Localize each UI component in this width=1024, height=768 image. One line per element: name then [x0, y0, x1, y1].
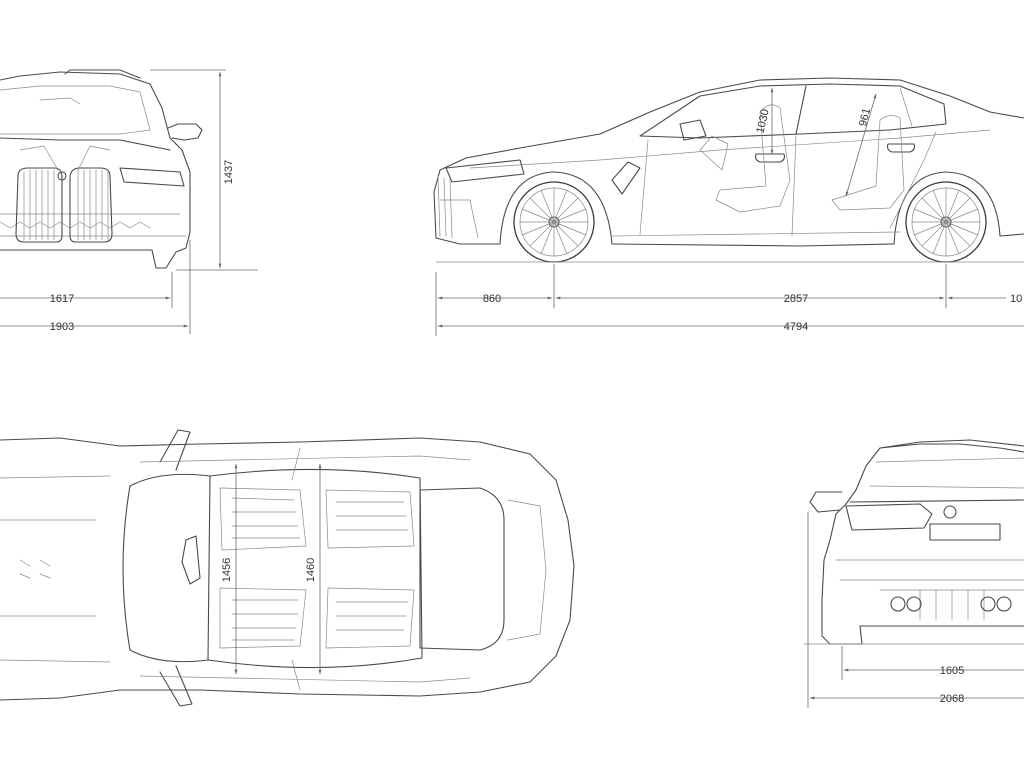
front-shoulder-label: 1456 [221, 558, 233, 582]
front-bonnet-crease [19, 145, 111, 171]
rear-view: 1605 2068 [803, 439, 1024, 708]
front-seat-outline [715, 104, 791, 213]
rear-diffuser [879, 589, 1024, 621]
top-bonnet-crease [0, 519, 97, 617]
front-headlight [119, 167, 185, 187]
front-wiper-arm [39, 97, 81, 105]
front-wheel-arch [499, 171, 613, 245]
rear-shoulder-label: 1460 [305, 558, 317, 582]
front-wheel [513, 181, 595, 263]
rear-overhang-label: 10 [1010, 293, 1022, 305]
side-b-pillar [795, 85, 807, 135]
rear-badge [943, 505, 957, 519]
front-body-outline [0, 71, 191, 269]
front-height-label: 1437 [223, 160, 235, 184]
steering-wheel [699, 135, 729, 171]
front-overhang-label: 860 [483, 293, 501, 305]
rear-wheel-arch [893, 171, 1001, 245]
top-b-pillar [291, 447, 301, 691]
rear-window [869, 457, 1024, 489]
rear-seat-outline [831, 115, 905, 211]
exhaust-tip [980, 596, 996, 612]
top-right-mirror [159, 665, 193, 707]
top-view: 1456 1460 [0, 429, 575, 707]
top-trunk-line [507, 499, 547, 641]
wheelbase-label: 2857 [784, 293, 808, 305]
top-body-outline [0, 437, 575, 701]
front-bonnet-edge [0, 137, 171, 151]
rear-door-handle [886, 143, 916, 153]
fender-vent [611, 161, 641, 195]
top-steering-wheel [181, 535, 201, 585]
overall-length-label: 4794 [784, 321, 808, 333]
rear-trunk-lid [849, 499, 1024, 503]
rear-headroom-label: 961 [857, 107, 873, 128]
kidney-grille [15, 167, 113, 243]
front-badge [57, 171, 67, 181]
top-seats [219, 487, 415, 649]
side-sill-crease [611, 231, 901, 237]
rear-bumper-line [835, 559, 1024, 581]
top-roof-outline [207, 468, 423, 669]
side-front-bumper [439, 199, 479, 239]
front-side-mirror [167, 123, 203, 141]
front-door-handle [754, 153, 786, 163]
rear-door-line [889, 131, 937, 229]
width-mirrors-label: 2068 [940, 693, 964, 705]
front-door-line [639, 135, 797, 237]
side-body-outline [433, 77, 1024, 239]
rear-taillight [845, 503, 933, 531]
rear-body-outline [821, 439, 1024, 645]
top-windshield [122, 473, 211, 663]
rear-track-label: 1605 [940, 665, 964, 677]
side-mirror [679, 119, 707, 141]
rear-mirror [809, 491, 843, 513]
top-left-mirror [159, 429, 191, 471]
exhaust-tip [890, 596, 906, 612]
top-rear-window [419, 487, 505, 651]
top-bonnet-vents [19, 559, 51, 579]
front-roof-line [64, 69, 141, 79]
side-window-outline [639, 83, 947, 139]
side-view: 1030 961 860 2857 10 4794 [433, 77, 1024, 336]
side-lower-sill [435, 233, 1024, 247]
rear-plate-recess [929, 523, 1001, 541]
side-shoulder-line [469, 129, 991, 169]
top-left-sill [139, 455, 471, 463]
front-width-label: 1903 [50, 321, 74, 333]
front-view: 1437 1617 1903 [0, 69, 258, 334]
front-intake-mesh [0, 221, 151, 229]
front-windshield [0, 85, 151, 135]
front-headroom-label: 1030 [754, 108, 771, 135]
top-right-sill [139, 675, 471, 683]
rear-spoiler [879, 443, 1024, 453]
exhaust-tip [996, 596, 1012, 612]
top-bonnet-line [0, 475, 111, 663]
side-c-pillar [899, 87, 913, 127]
side-headlight [445, 159, 525, 183]
side-grille [437, 175, 453, 239]
exhaust-tip [906, 596, 922, 612]
rear-wheel [905, 181, 987, 263]
front-track-label: 1617 [50, 293, 74, 305]
